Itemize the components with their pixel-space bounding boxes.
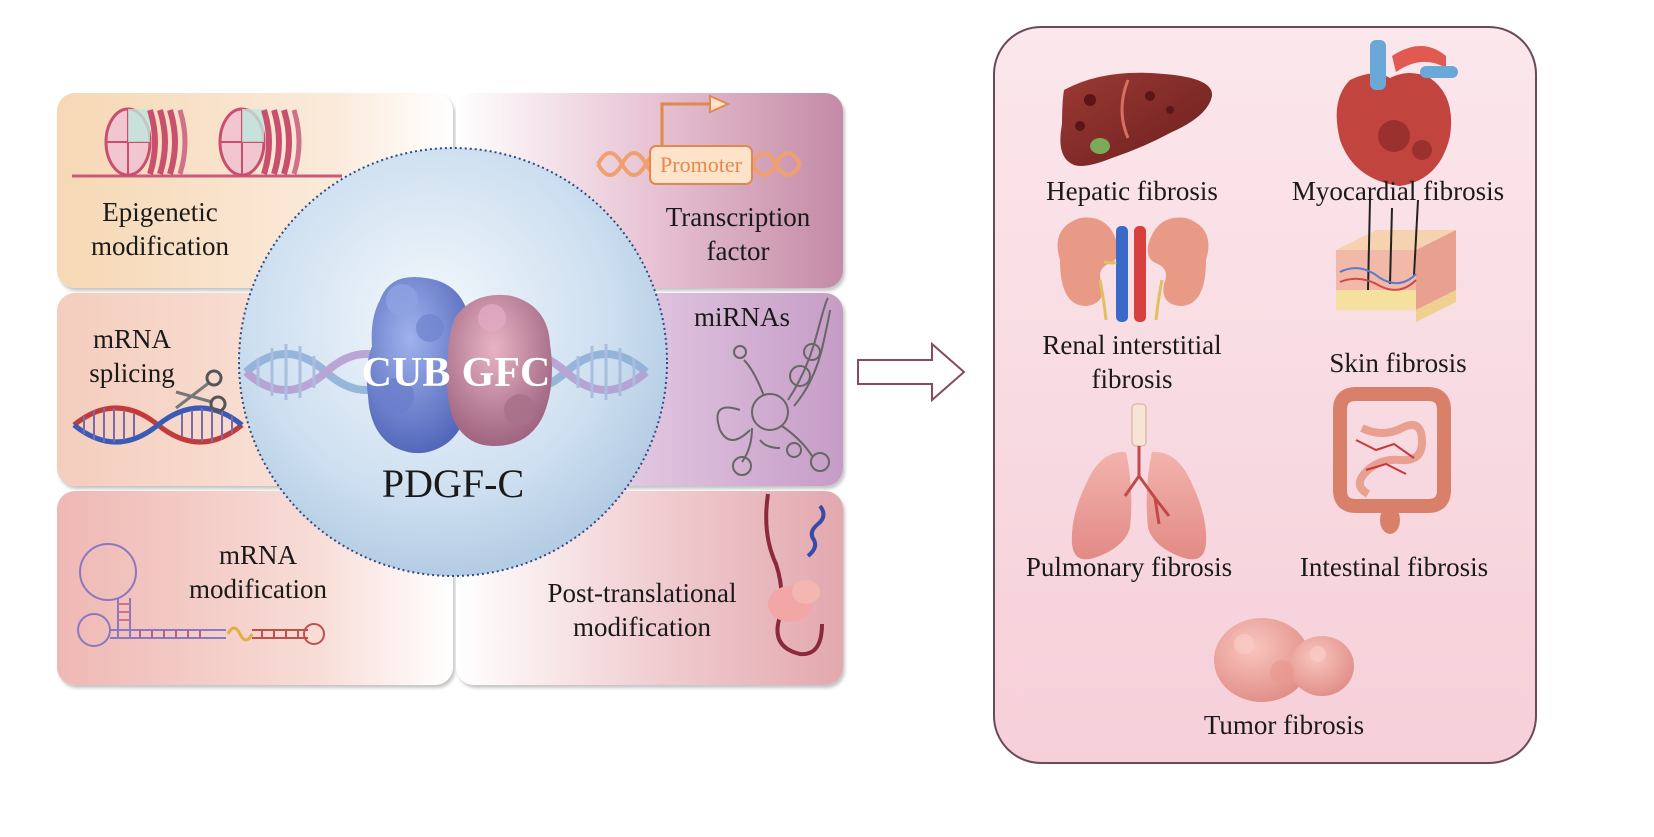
label-intestinal-fibrosis: Intestinal fibrosis xyxy=(1299,552,1489,582)
lung-icon xyxy=(1071,403,1207,560)
label-promoter: Promoter xyxy=(660,152,742,177)
liver-icon xyxy=(1060,72,1213,166)
label-skin-fibrosis: Skin fibrosis xyxy=(1329,348,1467,378)
ribosome-peptide-icon xyxy=(764,493,826,657)
mrna-hairpin-icon xyxy=(77,543,325,647)
label-renal-interstitial-fibrosis: Renal interstitial fibrosis xyxy=(1042,330,1222,394)
promoter-dna-icon xyxy=(596,94,802,185)
dna-helix-icon xyxy=(72,405,244,445)
scissors-icon xyxy=(175,369,227,413)
nucleosome-icon xyxy=(72,107,342,178)
label-epigenetic-modification: Epigenetic modification xyxy=(91,197,229,261)
label-cub-domain: CUB xyxy=(361,350,451,396)
label-pulmonary-fibrosis: Pulmonary fibrosis xyxy=(1025,552,1233,582)
tumor-icon xyxy=(1214,618,1354,702)
label-myocardial-fibrosis: Myocardial fibrosis xyxy=(1291,176,1505,206)
label-hepatic-fibrosis: Hepatic fibrosis xyxy=(1046,176,1218,206)
label-post-translational-modification: Post-translational modification xyxy=(547,578,737,642)
arrow-icon xyxy=(857,341,966,403)
cub-domain-icon xyxy=(366,276,475,454)
intestine-icon xyxy=(1333,387,1451,534)
mirna-structure-icon xyxy=(716,297,831,476)
label-mrna-splicing: mRNA splicing xyxy=(89,324,175,388)
skin-icon xyxy=(1336,199,1456,322)
label-gfc-domain: GFC xyxy=(461,350,551,396)
heart-icon xyxy=(1336,40,1458,186)
kidney-icon xyxy=(1057,217,1209,322)
label-mrna-modification: mRNA modification xyxy=(189,540,327,604)
label-transcription-factor: Transcription factor xyxy=(665,202,811,266)
label-pdgf-c: PDGF-C xyxy=(381,461,525,506)
label-tumor-fibrosis: Tumor fibrosis xyxy=(1203,710,1365,740)
label-mirnas: miRNAs xyxy=(693,302,791,332)
gfc-domain-icon xyxy=(446,294,552,446)
